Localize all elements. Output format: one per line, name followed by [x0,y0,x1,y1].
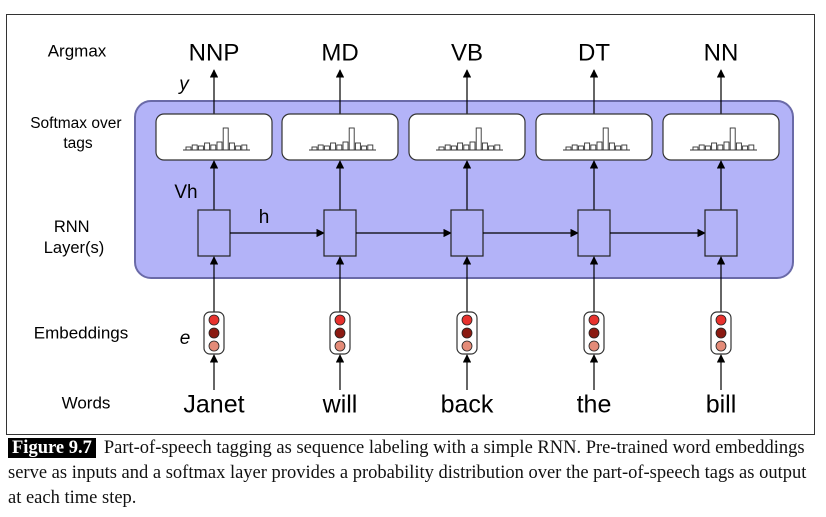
softmax-histogram-bar [204,142,211,151]
softmax-histogram-bar [317,144,324,151]
figure-frame [6,14,815,435]
row-label-softmax: Softmax over tags [30,115,126,152]
rnn-cell [450,209,484,257]
softmax-histogram-bar [717,144,724,151]
tag-0: NNP [189,39,240,66]
softmax-histogram-bar [191,144,198,151]
embedding-unit [334,340,346,352]
softmax-histogram-bar [463,144,470,151]
softmax-histogram-bar [241,144,248,151]
tag-3: DT [578,39,610,66]
embedding-unit [588,314,600,326]
caption-text: Part-of-speech tagging as sequence label… [8,438,807,508]
softmax-histogram-bar [615,145,622,151]
softmax-histogram-bar [361,145,368,151]
softmax-histogram-bar [723,141,730,151]
word-4: bill [706,391,737,419]
embedding-unit [588,327,600,339]
word-1: will [322,391,358,419]
softmax-histogram-bar [450,145,457,151]
softmax-histogram-bar [608,142,615,151]
softmax-histogram-bar [584,142,591,151]
softmax-histogram-bar [704,145,711,151]
row-label-softmax-line1: Softmax over [30,115,121,132]
embedding-unit [334,327,346,339]
embedding-unit [588,340,600,352]
softmax-histogram-bar [210,144,217,151]
softmax-box [535,113,653,161]
softmax-histogram-bar [748,144,755,151]
softmax-histogram-bar [475,127,482,151]
softmax-histogram-bar [330,142,337,151]
softmax-histogram-bar [481,142,488,151]
embedding-unit [461,340,473,352]
rnn-cell [197,209,231,257]
embedding-unit [208,314,220,326]
rnn-cell [704,209,738,257]
softmax-histogram-bar [735,142,742,151]
tag-2: VB [451,39,483,66]
embedding-unit [715,327,727,339]
symbol-y: y [177,74,190,95]
rnn-cell [577,209,611,257]
softmax-histogram-bar [444,144,451,151]
softmax-histogram-bar [742,145,749,151]
softmax-histogram-bar [342,141,349,151]
softmax-histogram-bar [698,144,705,151]
softmax-histogram-bar [729,127,736,151]
softmax-histogram-bar [323,145,330,151]
embedding-unit [461,327,473,339]
symbol-e: e [180,328,191,349]
row-label-argmax: Argmax [48,41,107,60]
softmax-histogram-bar [488,145,495,151]
embedding-unit [334,314,346,326]
softmax-histogram-bar [469,141,476,151]
softmax-box [155,113,273,161]
softmax-box [281,113,399,161]
row-label-rnn-line2: Layer(s) [44,239,105,257]
time-step-columns: NNP Janet MD will VB back DT the NN bill [155,39,780,419]
row-label-rnn: RNN Layer(s) [44,218,105,257]
softmax-histogram-bar [571,144,578,151]
row-label-embeddings: Embeddings [34,323,129,342]
caption-label: Figure 9.7 [8,438,96,458]
softmax-histogram-bar [367,144,374,151]
embedding-unit [208,327,220,339]
softmax-histogram-bar [621,144,628,151]
softmax-histogram-bar [354,142,361,151]
softmax-histogram-bar [457,142,464,151]
tag-1: MD [321,39,358,66]
softmax-histogram-bar [590,144,597,151]
embedding-unit [208,340,220,352]
embedding-unit [715,340,727,352]
softmax-histogram-bar [577,145,584,151]
softmax-histogram-bar [336,144,343,151]
symbol-vh: Vh [174,182,197,203]
word-3: the [577,391,612,419]
softmax-histogram-bar [348,127,355,151]
softmax-histogram-bar [494,144,501,151]
row-label-softmax-line2: tags [63,135,93,152]
rnn-cell [323,209,357,257]
softmax-histogram-bar [602,127,609,151]
word-2: back [441,391,494,419]
softmax-histogram-bar [197,145,204,151]
softmax-histogram-bar [596,141,603,151]
softmax-histogram-bar [235,145,242,151]
softmax-histogram-bar [222,127,229,151]
embedding-unit [715,314,727,326]
rnn-pos-tagging-diagram: Argmax Softmax over tags RNN Layer(s) Em… [6,14,815,435]
embedding-unit [461,314,473,326]
symbol-h: h [259,207,270,228]
softmax-histogram-bar [228,142,235,151]
word-0: Janet [183,391,244,419]
row-label-rnn-line1: RNN [54,218,90,236]
row-label-words: Words [62,393,111,412]
softmax-histogram-bar [216,141,223,151]
tag-4: NN [704,39,739,66]
softmax-box [662,113,780,161]
softmax-histogram-bar [711,142,718,151]
softmax-box [408,113,526,161]
